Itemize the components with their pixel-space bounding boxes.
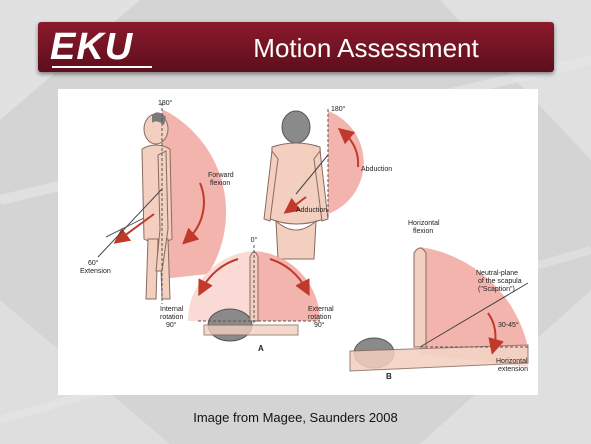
neutral-plane-2: of the scapula — [478, 278, 522, 285]
side-top-angle: 180° — [158, 99, 173, 107]
horizontal-extension-1: Horizontal — [496, 358, 528, 365]
supine-view-figure — [350, 247, 528, 371]
rotation-top-angle: 0° — [251, 236, 258, 244]
horizontal-flexion-wedge — [420, 247, 528, 347]
forward-label-1: Forward — [208, 172, 234, 179]
forward-flexion-wedge — [162, 109, 226, 279]
neutral-plane-3: ("Scaption") — [478, 286, 515, 293]
logo-underline — [52, 66, 152, 68]
internal-angle: 90° — [166, 321, 177, 329]
forward-label-2: flexion — [210, 180, 230, 187]
external-label-1: External — [308, 306, 334, 313]
image-caption: Image from Magee, Saunders 2008 — [0, 410, 591, 425]
panel-letter-b: B — [386, 372, 392, 381]
extension-label: Extension — [80, 268, 111, 275]
adduction-label: Adduction — [296, 207, 327, 214]
internal-label-2: rotation — [160, 314, 183, 321]
back-top-angle: 180° — [331, 105, 346, 113]
panel-letter-a: A — [258, 344, 264, 353]
abduction-label: Abduction — [361, 166, 392, 173]
eku-logo: EKU — [50, 27, 133, 67]
neutral-plane-1: Neutral-plane — [476, 270, 518, 277]
horizontal-flexion-2: flexion — [413, 228, 433, 235]
slide-title: Motion Assessment — [196, 33, 536, 63]
extension-angle: 60° — [88, 259, 99, 267]
horizontal-extension-2: extension — [498, 366, 528, 373]
anatomy-illustration: 180° Forward flexion 60° Extension 180° … — [58, 89, 538, 395]
external-angle: 90° — [314, 321, 325, 329]
external-label-2: rotation — [308, 314, 331, 321]
shoulder-motion-figure: 180° Forward flexion 60° Extension 180° … — [58, 89, 538, 395]
internal-label-1: Internal — [160, 306, 184, 313]
scaption-angle: 30-45° — [498, 321, 519, 329]
back-view-figure — [264, 109, 364, 259]
horizontal-flexion-1: Horizontal — [408, 220, 440, 227]
